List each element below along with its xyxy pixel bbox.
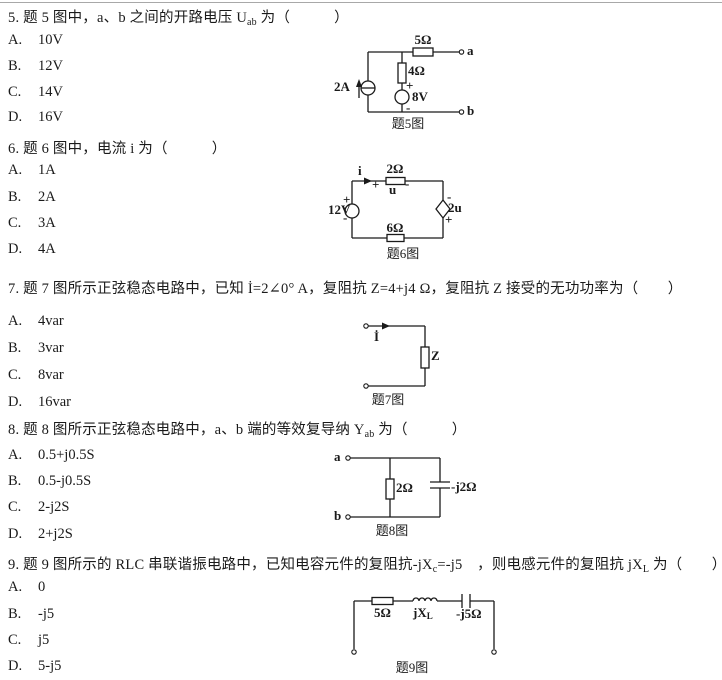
top-rule-line [0, 2, 722, 3]
current-arrow-icon [356, 79, 362, 87]
question-6-title: 6. 题 6 图中，电流 i 为（ ） [8, 141, 227, 157]
terminal-node [363, 383, 369, 389]
terminal-a-node [458, 49, 465, 55]
minus-sign: - [405, 176, 410, 191]
impedance-label-z: Z [431, 348, 440, 363]
minus-sign: - [343, 210, 348, 225]
terminal-b-label: b [467, 103, 475, 118]
question-8-title: 8. 题 8 图所示正弦稳态电路中，a、b 端的等效复导纳 Yab 为（ ） [8, 422, 467, 440]
question-9-option-c: C.j5 [8, 632, 50, 648]
plus-sign: + [406, 78, 414, 93]
figure-caption-6: 题6图 [386, 246, 420, 261]
terminal-node [351, 649, 357, 655]
question-6-option-d: D.4A [8, 241, 56, 257]
circuit-figure-5: 5Ω a 4Ω + 8V - 2A b 题5图 [330, 30, 485, 135]
resistor-label-6ohm: 6Ω [386, 220, 404, 235]
inductor-label-jxl: jXL [413, 605, 433, 621]
resistor-label-2ohm: 2Ω [386, 161, 404, 176]
capacitor-label-j2ohm: -j2Ω [451, 479, 477, 494]
question-5-text-end: 为（ ） [256, 10, 349, 26]
figure-caption-9: 题9图 [395, 660, 429, 675]
circuit-figure-7: İ Z 题7图 [352, 318, 462, 410]
current-source-label-2a: 2A [334, 79, 350, 94]
capacitor-label-j5ohm: -j5Ω [456, 606, 482, 621]
terminal-node [491, 649, 497, 655]
circuit-figure-8: a 2Ω -j2Ω b 题8图 [330, 446, 495, 541]
question-9-title: 9. 题 9 图所示的 RLC 串联谐振电路中，已知电容元件的复阻抗-jXc=-… [8, 557, 722, 575]
circuit-5-drawing [356, 47, 465, 115]
figure-caption-8: 题8图 [375, 523, 409, 538]
circuit-7-drawing [363, 322, 430, 389]
inductor-coil-icon [412, 597, 438, 602]
circuit-6-drawing [344, 176, 451, 243]
circuit-9-drawing [351, 594, 497, 655]
circuit-figure-9: 5Ω jXL -j5Ω 题9图 [343, 588, 508, 680]
dependent-source-label-2u: 2u [448, 200, 462, 215]
question-5-option-c: C.14V [8, 84, 63, 100]
terminal-b-label: b [334, 508, 342, 523]
circuit-figure-6: i + 2Ω u - 12V + - - 2u + 6Ω 题6图 [328, 160, 478, 265]
terminal-b-node [345, 514, 351, 520]
current-label-i: i [358, 163, 362, 178]
question-9-option-b: B.-j5 [8, 606, 55, 622]
voltage-source-label-8v: 8V [412, 89, 428, 104]
terminal-b-node [458, 109, 465, 115]
resistor-label-2ohm: 2Ω [396, 480, 413, 495]
terminal-a-label: a [467, 43, 474, 58]
terminal-node [363, 323, 369, 329]
question-7-option-c: C.8var [8, 367, 64, 383]
plus-sign: + [343, 192, 351, 207]
question-8-option-a: A.0.5+j0.5S [8, 447, 95, 463]
question-6-option-b: B.2A [8, 189, 56, 205]
voltage-source-label-12v: 12V [328, 202, 351, 217]
question-9-option-a: A.0 [8, 579, 46, 595]
question-7-option-b: B.3var [8, 340, 64, 356]
question-6-option-c: C.3A [8, 215, 56, 231]
terminal-a-label: a [334, 449, 341, 464]
current-arrow-icon [382, 322, 390, 330]
question-5-option-d: D.16V [8, 109, 63, 125]
question-8-option-d: D.2+j2S [8, 526, 73, 542]
question-5-subscript: ab [247, 17, 257, 28]
question-7-option-d: D.16var [8, 394, 72, 410]
figure-caption-5: 题5图 [391, 116, 425, 131]
phasor-current-label: İ [374, 329, 380, 344]
resistor-label-5ohm: 5Ω [414, 32, 432, 47]
figure-caption-7: 题7图 [371, 392, 405, 407]
question-9-option-d: D.5-j5 [8, 658, 62, 674]
current-arrow-icon [364, 177, 372, 185]
circuit-8-drawing [345, 455, 450, 520]
question-7-option-a: A.4var [8, 313, 64, 329]
resistor-label-5ohm: 5Ω [374, 605, 391, 620]
question-5-option-b: B.12V [8, 58, 63, 74]
minus-sign: - [406, 100, 411, 115]
question-6-option-a: A.1A [8, 162, 56, 178]
plus-sign: + [372, 177, 380, 192]
question-5-option-a: A.10V [8, 32, 63, 48]
minus-sign: - [447, 189, 452, 204]
terminal-a-node [345, 455, 351, 461]
question-5-title: 5. 题 5 图中，a、b 之间的开路电压 Uab 为（ ） [8, 6, 349, 28]
question-7-title: 7. 题 7 图所示正弦稳态电路中，已知 İ=2∠0° A，复阻抗 Z=4+j… [8, 281, 683, 297]
question-5-text: 5. 题 5 图中，a、b 之间的开路电压 U [8, 10, 248, 26]
voltage-label-u: u [389, 182, 397, 197]
question-8-option-b: B.0.5-j0.5S [8, 473, 92, 489]
question-8-option-c: C.2-j2S [8, 499, 70, 515]
resistor-label-4ohm: 4Ω [408, 63, 425, 78]
plus-sign: + [445, 212, 453, 227]
